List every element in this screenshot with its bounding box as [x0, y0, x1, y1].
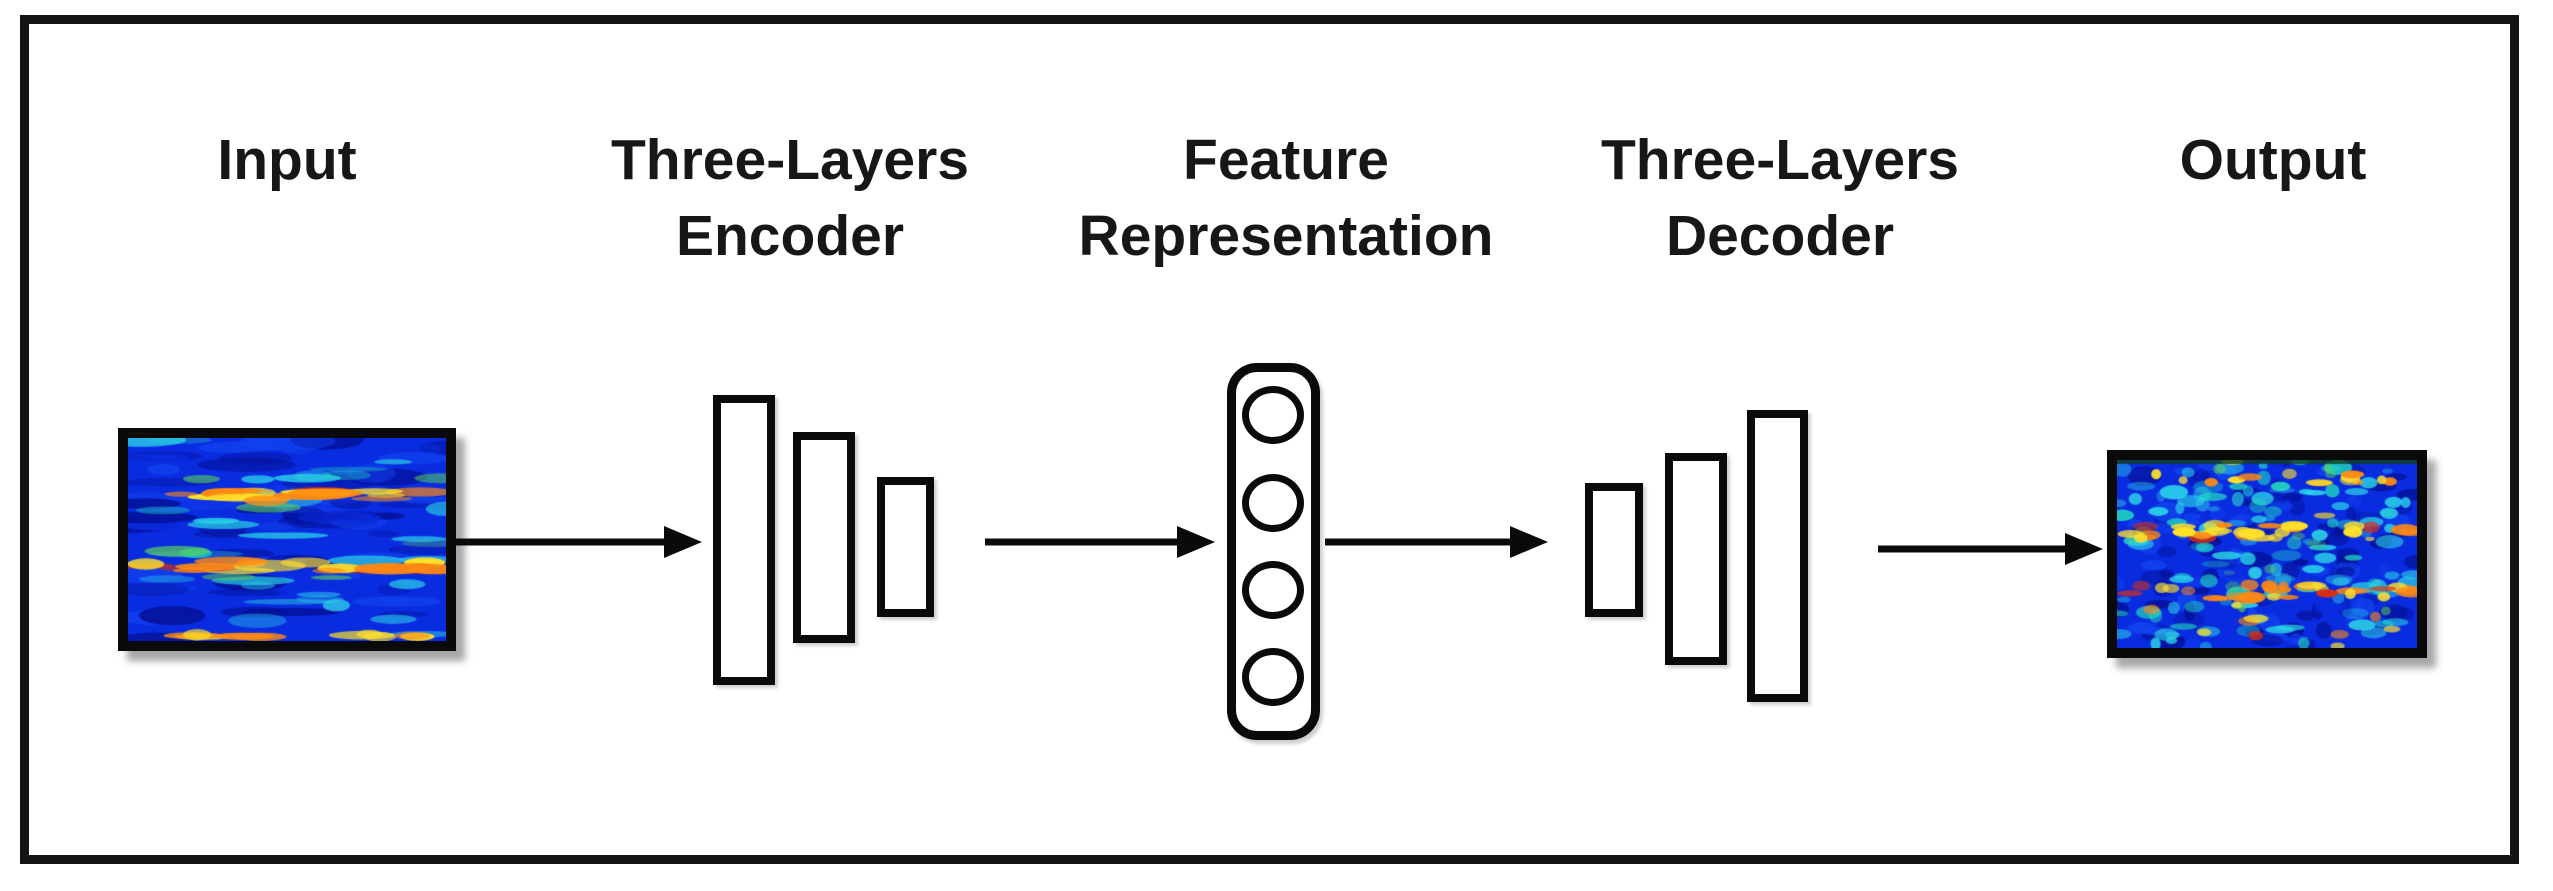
feature-label-line1: Feature: [1183, 128, 1389, 192]
input-label-text: Input: [217, 128, 357, 192]
stage-label-encoder: Three-Layers Encoder: [611, 122, 969, 274]
feature-representation-box: [1227, 363, 1320, 740]
feature-neuron-1: [1242, 386, 1304, 444]
input-spectrogram-canvas: [128, 438, 446, 641]
encoder-layer-1: [713, 395, 775, 685]
output-label-text: Output: [2179, 128, 2367, 192]
stage-label-decoder: Three-Layers Decoder: [1601, 122, 1959, 274]
feature-neuron-2: [1242, 474, 1304, 532]
feature-neuron-4: [1242, 648, 1304, 706]
feature-label-line2: Representation: [1078, 204, 1494, 268]
decoder-layer-3: [1747, 410, 1808, 702]
stage-label-output: Output: [2180, 122, 2367, 198]
stage-label-feature: Feature Representation: [1079, 122, 1494, 274]
flow-arrow-encoder-feature: [985, 526, 1215, 558]
encoder-label-line1: Three-Layers: [610, 128, 970, 192]
decoder-label-line2: Decoder: [1665, 204, 1895, 268]
decoder-layer-2: [1665, 453, 1727, 665]
flow-arrow-feature-decoder: [1325, 526, 1548, 558]
encoder-label-line2: Encoder: [675, 204, 905, 268]
feature-neuron-3: [1242, 561, 1304, 619]
output-spectrogram-image: [2107, 450, 2427, 658]
flow-arrow-decoder-output: [1878, 533, 2103, 565]
output-spectrogram-canvas: [2117, 460, 2417, 648]
encoder-layer-3: [877, 477, 934, 617]
stage-label-input: Input: [217, 122, 356, 198]
decoder-label-line1: Three-Layers: [1600, 128, 1960, 192]
decoder-layer-1: [1585, 483, 1643, 617]
input-spectrogram-image: [118, 428, 456, 651]
encoder-layer-2: [793, 432, 855, 643]
flow-arrow-input-encoder: [456, 526, 702, 558]
